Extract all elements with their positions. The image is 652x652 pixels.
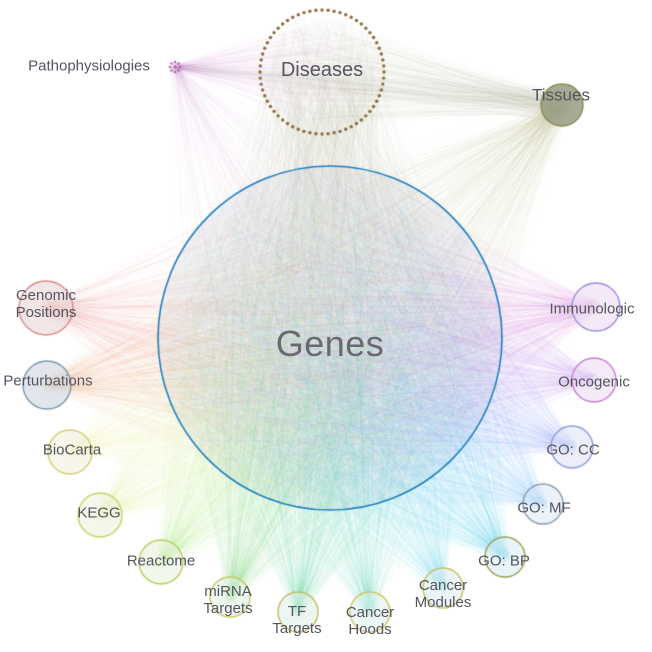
node-label-cancer-hoods[interactable]: Cancer Hoods [345,604,395,638]
node-label-perturbations[interactable]: Perturbations [3,372,93,390]
node-label-genomic-positions[interactable]: Genomic Positions [15,287,77,321]
node-label-genes[interactable]: Genes [275,322,385,364]
node-label-go-bp[interactable]: GO: BP [478,552,530,570]
node-label-immunologic[interactable]: Immunologic [549,300,635,318]
node-label-diseases[interactable]: Diseases [280,58,364,81]
node-label-reactome[interactable]: Reactome [126,552,196,570]
node-label-tissues[interactable]: Tissues [532,85,590,105]
node-label-pathophysiologies[interactable]: Pathophysiologies [28,57,150,75]
node-label-tf-targets[interactable]: TF Targets [272,603,322,637]
node-label-biocarta[interactable]: BioCarta [42,441,102,459]
node-label-kegg[interactable]: KEGG [77,504,121,522]
node-label-oncogenic[interactable]: Oncogenic [558,373,630,391]
node-label-mirna-targets[interactable]: miRNA Targets [203,583,253,617]
node-label-cancer-modules[interactable]: Cancer Modules [414,577,472,611]
node-label-go-cc[interactable]: GO: CC [546,441,600,459]
node-label-go-mf[interactable]: GO: MF [517,499,571,517]
